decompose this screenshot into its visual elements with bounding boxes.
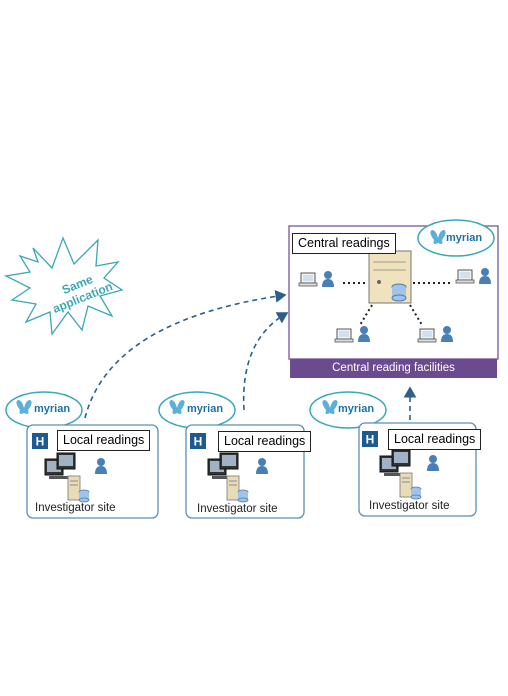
site-1-local-readings-label: Local readings [57,430,151,451]
site-2-local-readings-label: Local readings [218,431,312,452]
site-2-myrian-logo: myrian [187,403,224,415]
central-logo-bubble [417,219,495,257]
site-3-myrian-logo: myrian [338,403,375,415]
site-1-myrian-logo: myrian [34,403,71,415]
investigator-site-2 [158,391,305,519]
central-reading-facilities-bar: Central reading facilities [290,359,497,378]
central-readings-label: Central readings [292,233,396,254]
site-3-local-readings-label: Local readings [388,429,482,450]
arrow-site2-to-central [242,312,289,411]
investigator-site-1 [5,391,159,519]
same-application-starburst [3,236,124,336]
site-1-caption: Investigator site [35,502,116,514]
site-2-caption: Investigator site [197,503,278,515]
central-server-icon [368,250,412,304]
data-flow-arrows [84,290,417,420]
central-myrian-logo: myrian [446,232,483,244]
site-3-caption: Investigator site [369,500,450,512]
investigator-site-3 [309,391,477,517]
